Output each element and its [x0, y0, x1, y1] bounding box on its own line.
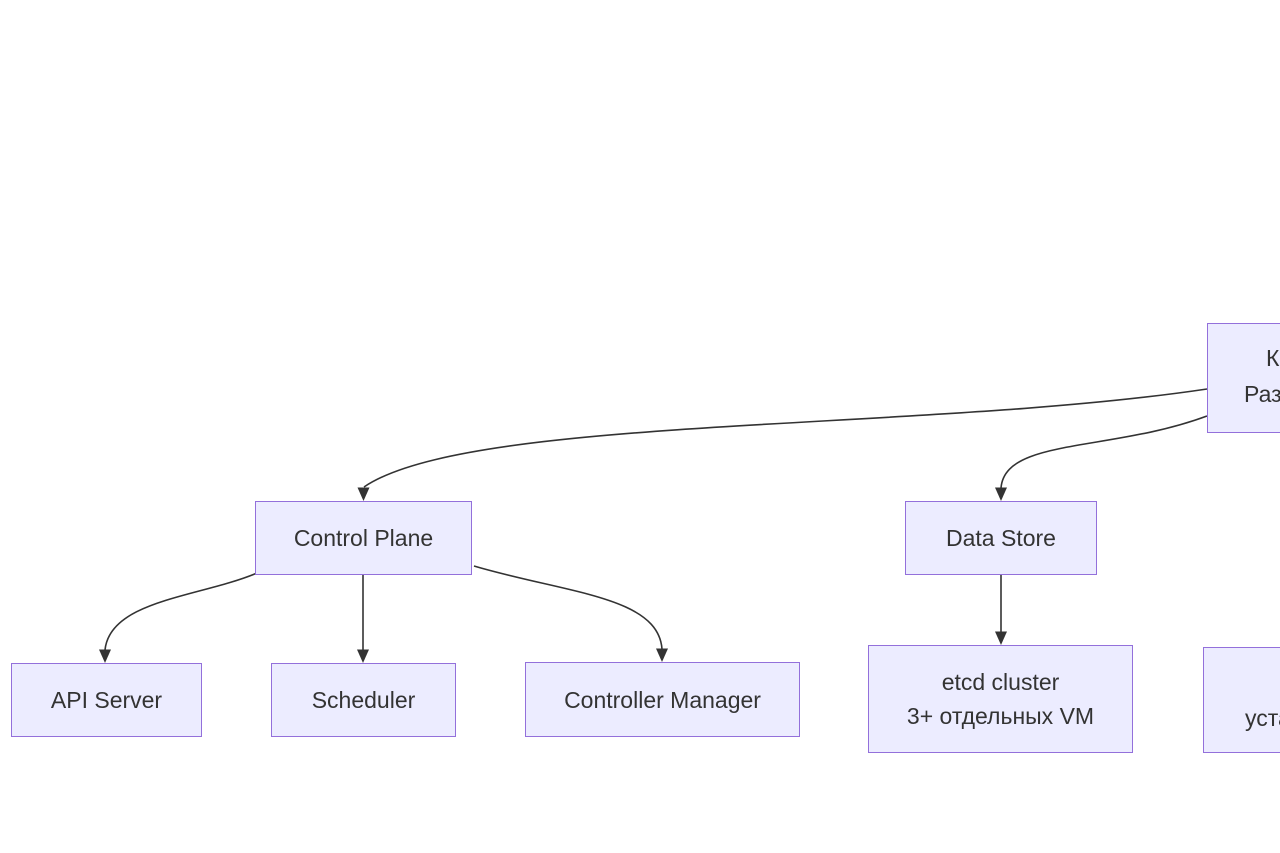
- node-scheduler-label: Scheduler: [311, 687, 416, 713]
- edge-control-plane-to-controller-manager: [473, 565, 663, 650]
- edge-cluster-to-control-plane: [363, 388, 1208, 488]
- node-controller-manager: Controller Manager: [525, 662, 800, 737]
- node-cluster-partial-line-2: Раз: [1244, 381, 1280, 407]
- arrowhead-api-server: [99, 649, 111, 663]
- arrowhead-control-plane: [357, 487, 370, 501]
- arrowhead-controller-manager: [656, 648, 668, 662]
- node-etcd-cluster: etcd cluster 3+ отдельных VM: [868, 645, 1133, 753]
- node-scheduler: Scheduler: [271, 663, 456, 737]
- node-api-server-label: API Server: [50, 687, 163, 713]
- node-cluster-partial-line-1: К: [1266, 345, 1280, 371]
- node-control-plane-label: Control Plane: [293, 525, 434, 551]
- node-etcd-cluster-line-2: 3+ отдельных VM: [906, 703, 1095, 729]
- arrowhead-scheduler: [357, 649, 369, 663]
- node-control-plane: Control Plane: [255, 501, 472, 575]
- node-data-store-label: Data Store: [946, 525, 1056, 551]
- edge-control-plane-to-api-server: [104, 572, 258, 651]
- node-data-store: Data Store: [905, 501, 1097, 575]
- node-etcd-cluster-line-1: etcd cluster: [941, 669, 1060, 695]
- arrowhead-data-store: [995, 487, 1007, 501]
- arrowhead-etcd: [995, 631, 1007, 645]
- node-api-server: API Server: [11, 663, 202, 737]
- node-cluster-partial-top-right: К Раз: [1207, 323, 1280, 433]
- node-partial-bottom-right: уста: [1203, 647, 1280, 753]
- edge-cluster-to-data-store: [1000, 415, 1208, 489]
- node-controller-manager-label: Controller Manager: [564, 686, 761, 713]
- node-partial-bottom-right-line-2: уста: [1245, 705, 1280, 731]
